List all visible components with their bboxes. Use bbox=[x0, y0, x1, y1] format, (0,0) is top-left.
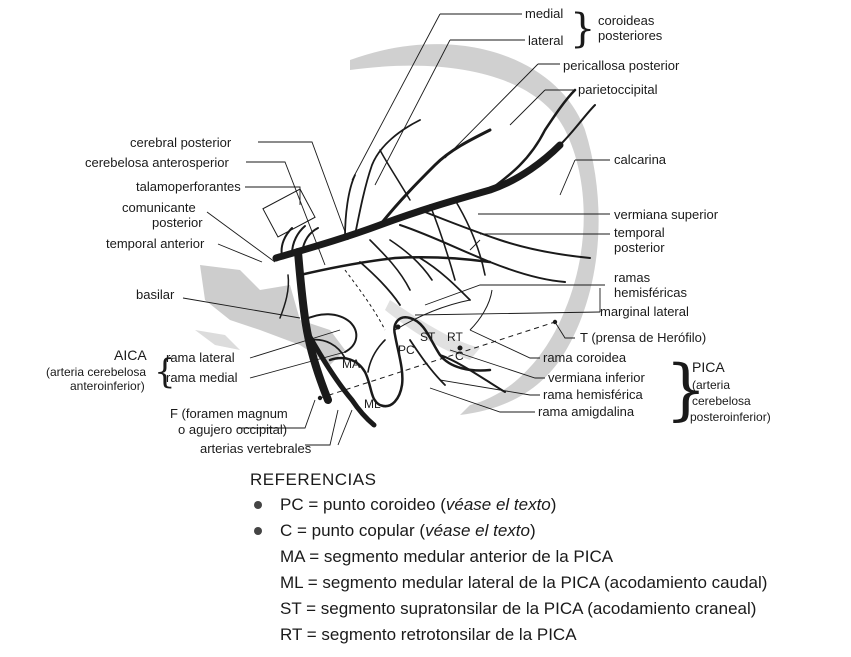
reference-text: ML = segmento medular lateral de la PICA… bbox=[280, 573, 768, 592]
leader-lines bbox=[182, 13, 610, 446]
brace-aica: { bbox=[154, 352, 176, 392]
reference-item: ML = segmento medular lateral de la PICA… bbox=[250, 570, 850, 596]
label-arterias-vertebrales: arterias vertebrales bbox=[200, 441, 312, 456]
label-basilar: basilar bbox=[136, 287, 175, 302]
label-vermiana-inferior: vermiana inferior bbox=[548, 370, 645, 385]
reference-text: MA = segmento medular anterior de la PIC… bbox=[280, 547, 614, 566]
label-lateral: lateral bbox=[528, 33, 564, 48]
references-title: REFERENCIAS bbox=[250, 470, 377, 489]
posterior-cerebral-artery bbox=[272, 88, 596, 291]
label-rama-coroidea: rama coroidea bbox=[543, 350, 627, 365]
label-st: ST bbox=[420, 330, 436, 344]
bullet-icon bbox=[254, 527, 262, 535]
label-f-foramen-2: o agujero occipital) bbox=[178, 422, 287, 437]
label-temporal: temporal bbox=[614, 225, 665, 240]
reference-item: ST = segmento supratonsilar de la PICA (… bbox=[250, 596, 850, 622]
references-list: PC = punto coroideo (véase el texto) C = … bbox=[250, 492, 850, 648]
reference-text: RT = segmento retrotonsilar de la PICA bbox=[280, 625, 577, 644]
pica-artery bbox=[328, 316, 506, 408]
label-rama-amigdalina: rama amigdalina bbox=[538, 404, 635, 419]
label-marginal-lateral: marginal lateral bbox=[600, 304, 689, 319]
reference-text: PC = punto coroideo (véase el texto) bbox=[280, 495, 557, 514]
label-pica-sub2: cerebelosa bbox=[692, 394, 751, 408]
label-rama-medial: rama medial bbox=[166, 370, 238, 385]
label-cerebral-posterior: cerebral posterior bbox=[130, 135, 232, 150]
label-rt: RT bbox=[447, 330, 463, 344]
label-rama-lateral: rama lateral bbox=[166, 350, 235, 365]
reference-text: ST = segmento supratonsilar de la PICA (… bbox=[280, 599, 757, 618]
label-vermiana-superior: vermiana superior bbox=[614, 207, 719, 222]
bullet-icon bbox=[254, 501, 262, 509]
label-pericallosa-posterior: pericallosa posterior bbox=[563, 58, 680, 73]
label-posteriores: posteriores bbox=[598, 28, 663, 43]
label-c: C bbox=[455, 349, 464, 363]
brace-coroideas: } bbox=[570, 6, 595, 52]
label-pica-sub3: posteroinferior) bbox=[690, 410, 771, 424]
references-legend: REFERENCIAS PC = punto coroideo (véase e… bbox=[250, 470, 850, 648]
reference-item: PC = punto coroideo (véase el texto) bbox=[250, 492, 850, 518]
label-temporal-posterior: posterior bbox=[614, 240, 665, 255]
label-posterior: posterior bbox=[152, 215, 203, 230]
label-f-foramen-1: F (foramen magnum bbox=[170, 406, 288, 421]
label-pc: PC bbox=[398, 343, 415, 357]
brace-pica: } bbox=[665, 351, 707, 428]
label-talamoperforantes: talamoperforantes bbox=[136, 179, 241, 194]
skull-shading bbox=[195, 44, 599, 415]
labels: medial lateral } coroideas posteriores p… bbox=[46, 6, 771, 456]
aica-artery bbox=[303, 313, 358, 359]
label-ml: ML bbox=[364, 397, 381, 411]
label-cerebelosa-anterosperior: cerebelosa anterosperior bbox=[85, 155, 229, 170]
label-pica-sub1: (arteria bbox=[692, 378, 730, 392]
reference-lines bbox=[262, 188, 558, 401]
basilar-artery bbox=[294, 248, 377, 428]
label-medial: medial bbox=[525, 6, 563, 21]
label-pica: PICA bbox=[692, 359, 725, 375]
label-comunicante: comunicante bbox=[122, 200, 196, 215]
label-rama-hemisferica: rama hemisférica bbox=[543, 387, 643, 402]
reference-item: C = punto copular (véase el texto) bbox=[250, 518, 850, 544]
label-ramas: ramas bbox=[614, 270, 651, 285]
reference-item: RT = segmento retrotonsilar de la PICA bbox=[250, 622, 850, 648]
reference-text: C = punto copular (véase el texto) bbox=[280, 521, 536, 540]
label-aica-sub2: anteroinferior) bbox=[70, 379, 145, 393]
arterial-diagram: medial lateral } coroideas posteriores p… bbox=[46, 6, 771, 456]
label-t-prensa: T (prensa de Herófilo) bbox=[580, 330, 706, 345]
label-ma: MA bbox=[342, 357, 360, 371]
label-hemisfericas: hemisféricas bbox=[614, 285, 687, 300]
label-aica: AICA bbox=[114, 347, 147, 363]
label-calcarina: calcarina bbox=[614, 152, 667, 167]
label-coroideas: coroideas bbox=[598, 13, 655, 28]
label-parietoccipital: parietoccipital bbox=[578, 82, 658, 97]
label-aica-sub1: (arteria cerebelosa bbox=[46, 365, 146, 379]
label-temporal-anterior: temporal anterior bbox=[106, 236, 205, 251]
reference-item: MA = segmento medular anterior de la PIC… bbox=[250, 544, 850, 570]
superior-cerebellar-artery bbox=[298, 255, 492, 306]
